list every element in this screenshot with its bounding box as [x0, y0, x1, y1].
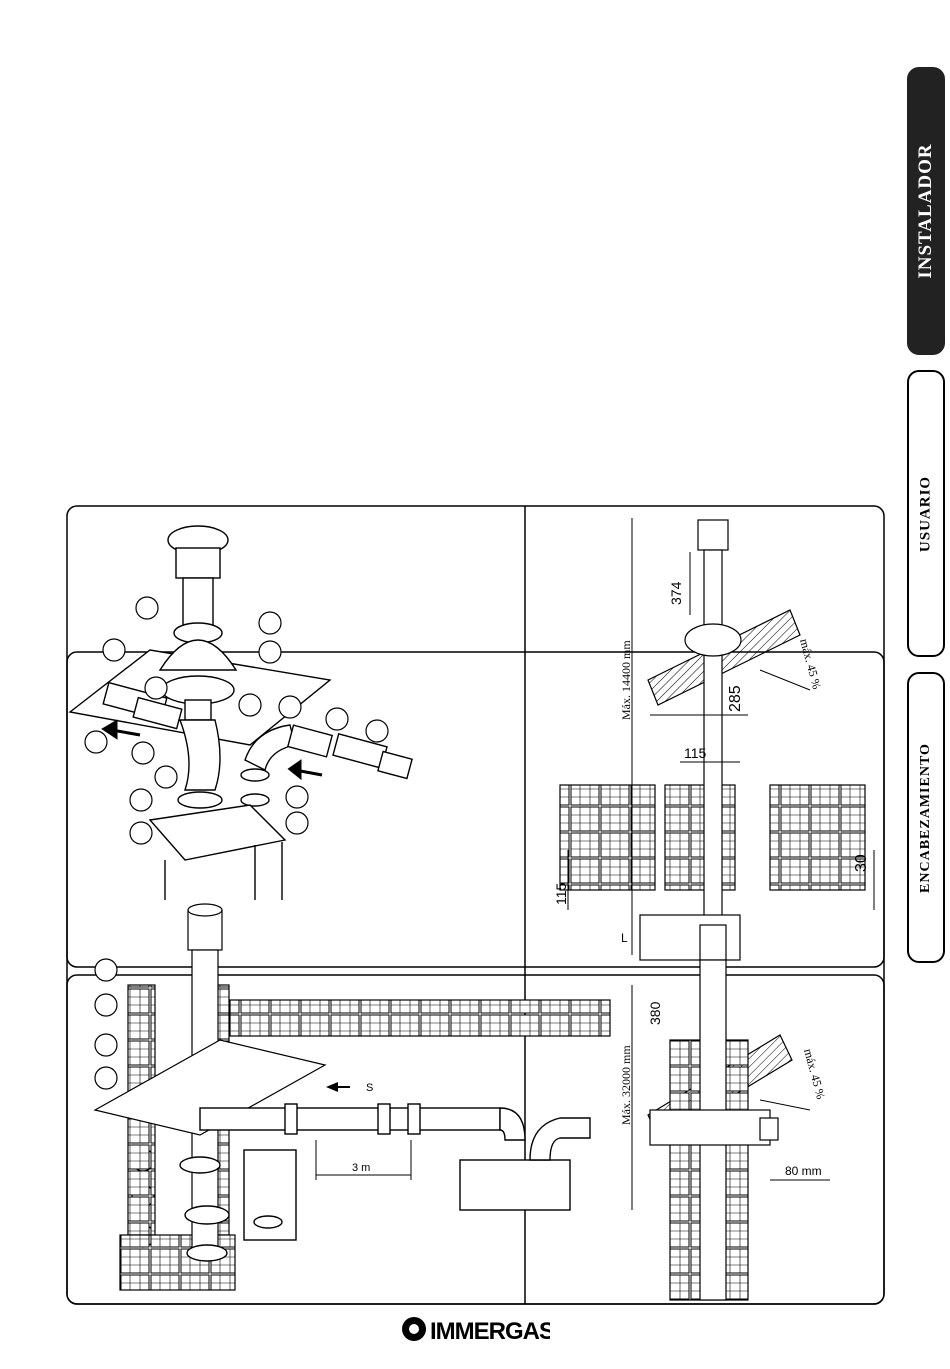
slope-top: máx. 45 % [797, 637, 824, 691]
max-height-top: Máx. 14400 mm [619, 640, 633, 720]
dim-115-top: 115 [684, 745, 707, 761]
immergas-logo: IMMERGAS [400, 1312, 550, 1346]
exploded-kit [70, 526, 412, 900]
arrow-s [326, 1082, 338, 1092]
max-height-bottom: Máx. 32000 mm [619, 1045, 633, 1125]
label-s: S [366, 1082, 373, 1094]
dim-115-side: 115 [553, 882, 569, 905]
chimney-section [95, 904, 610, 1290]
slope-bottom: máx. 45 % [801, 1047, 828, 1101]
brand-name: IMMERGAS [430, 1318, 550, 1345]
dim-380: 380 [647, 1001, 663, 1025]
horizontal-run [180, 1104, 590, 1261]
dim-285: 285 [727, 685, 744, 712]
roof-section-bottom [648, 960, 792, 1300]
roof-section-top [560, 520, 865, 960]
dim-80: 80 mm [785, 1164, 822, 1178]
dim-374: 374 [668, 581, 684, 605]
dim-30: 30 [853, 854, 870, 872]
label-l: L [621, 931, 628, 945]
dim-3m-label: 3 m [352, 1162, 370, 1174]
